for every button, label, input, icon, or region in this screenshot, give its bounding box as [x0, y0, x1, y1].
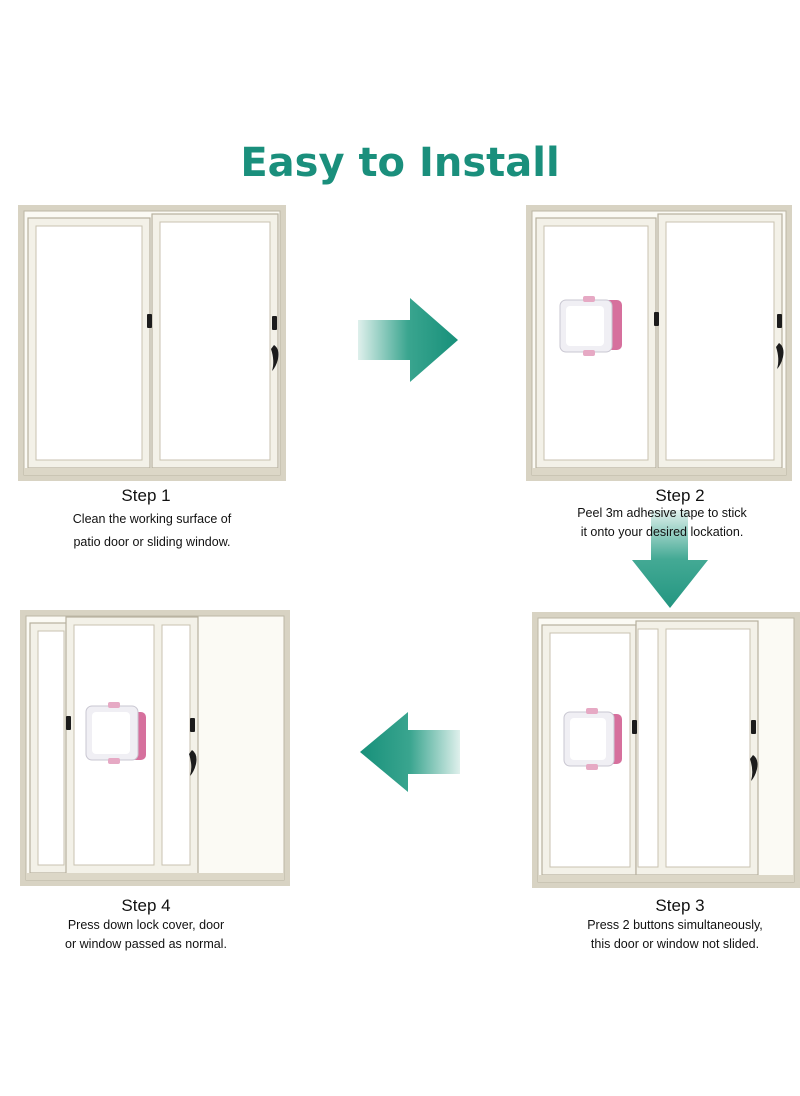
step-4-description: Press down lock cover, door or window pa… — [34, 916, 258, 954]
window-lock-icon — [85, 702, 146, 764]
step-1-line-1: Clean the working surface of — [72, 512, 232, 526]
step-3-description: Press 2 buttons simultaneously, this doo… — [552, 916, 798, 954]
latch-icon — [632, 720, 637, 734]
window-step-4 — [20, 610, 290, 886]
step-4-title: Step 4 — [121, 896, 171, 915]
handle-icon — [189, 750, 197, 776]
latch-icon — [147, 314, 152, 328]
arrow-left-icon — [360, 712, 460, 792]
arrow-right-icon — [358, 298, 458, 382]
latch-icon — [190, 718, 195, 732]
latch-icon — [751, 720, 756, 734]
latch-icon — [272, 316, 277, 330]
step-2-description: Peel 3m adhesive tape to stick it onto y… — [544, 504, 780, 542]
latch-icon — [777, 314, 782, 328]
step-1-description: Clean the working surface of patio door … — [36, 508, 268, 554]
step-4-line-1: Press down lock cover, door — [67, 918, 225, 932]
step-2-line-1: Peel 3m adhesive tape to stick — [577, 506, 747, 520]
page-title: Easy to Install — [240, 140, 560, 186]
step-4-line-2: or window passed as normal. — [65, 937, 227, 951]
step-2-title: Step 2 — [655, 486, 705, 505]
step-2-line-2: it onto your desired lockation. — [580, 525, 744, 539]
window-lock-icon — [559, 296, 622, 356]
step-1-line-2: patio door or sliding window. — [73, 535, 231, 549]
handle-icon — [750, 755, 758, 781]
step-3-line-1: Press 2 buttons simultaneously, — [587, 918, 763, 932]
step-3-title: Step 3 — [655, 896, 705, 915]
window-step-1 — [18, 205, 286, 481]
step-3-line-2: this door or window not slided. — [590, 937, 760, 951]
latch-icon — [654, 312, 659, 326]
handle-icon — [271, 345, 279, 371]
window-step-2 — [526, 205, 792, 481]
window-step-3 — [532, 612, 800, 888]
step-1-title: Step 1 — [121, 486, 171, 505]
latch-icon — [66, 716, 71, 730]
arrow-down-icon — [632, 510, 708, 608]
handle-icon — [776, 343, 784, 369]
window-lock-icon — [563, 708, 622, 770]
